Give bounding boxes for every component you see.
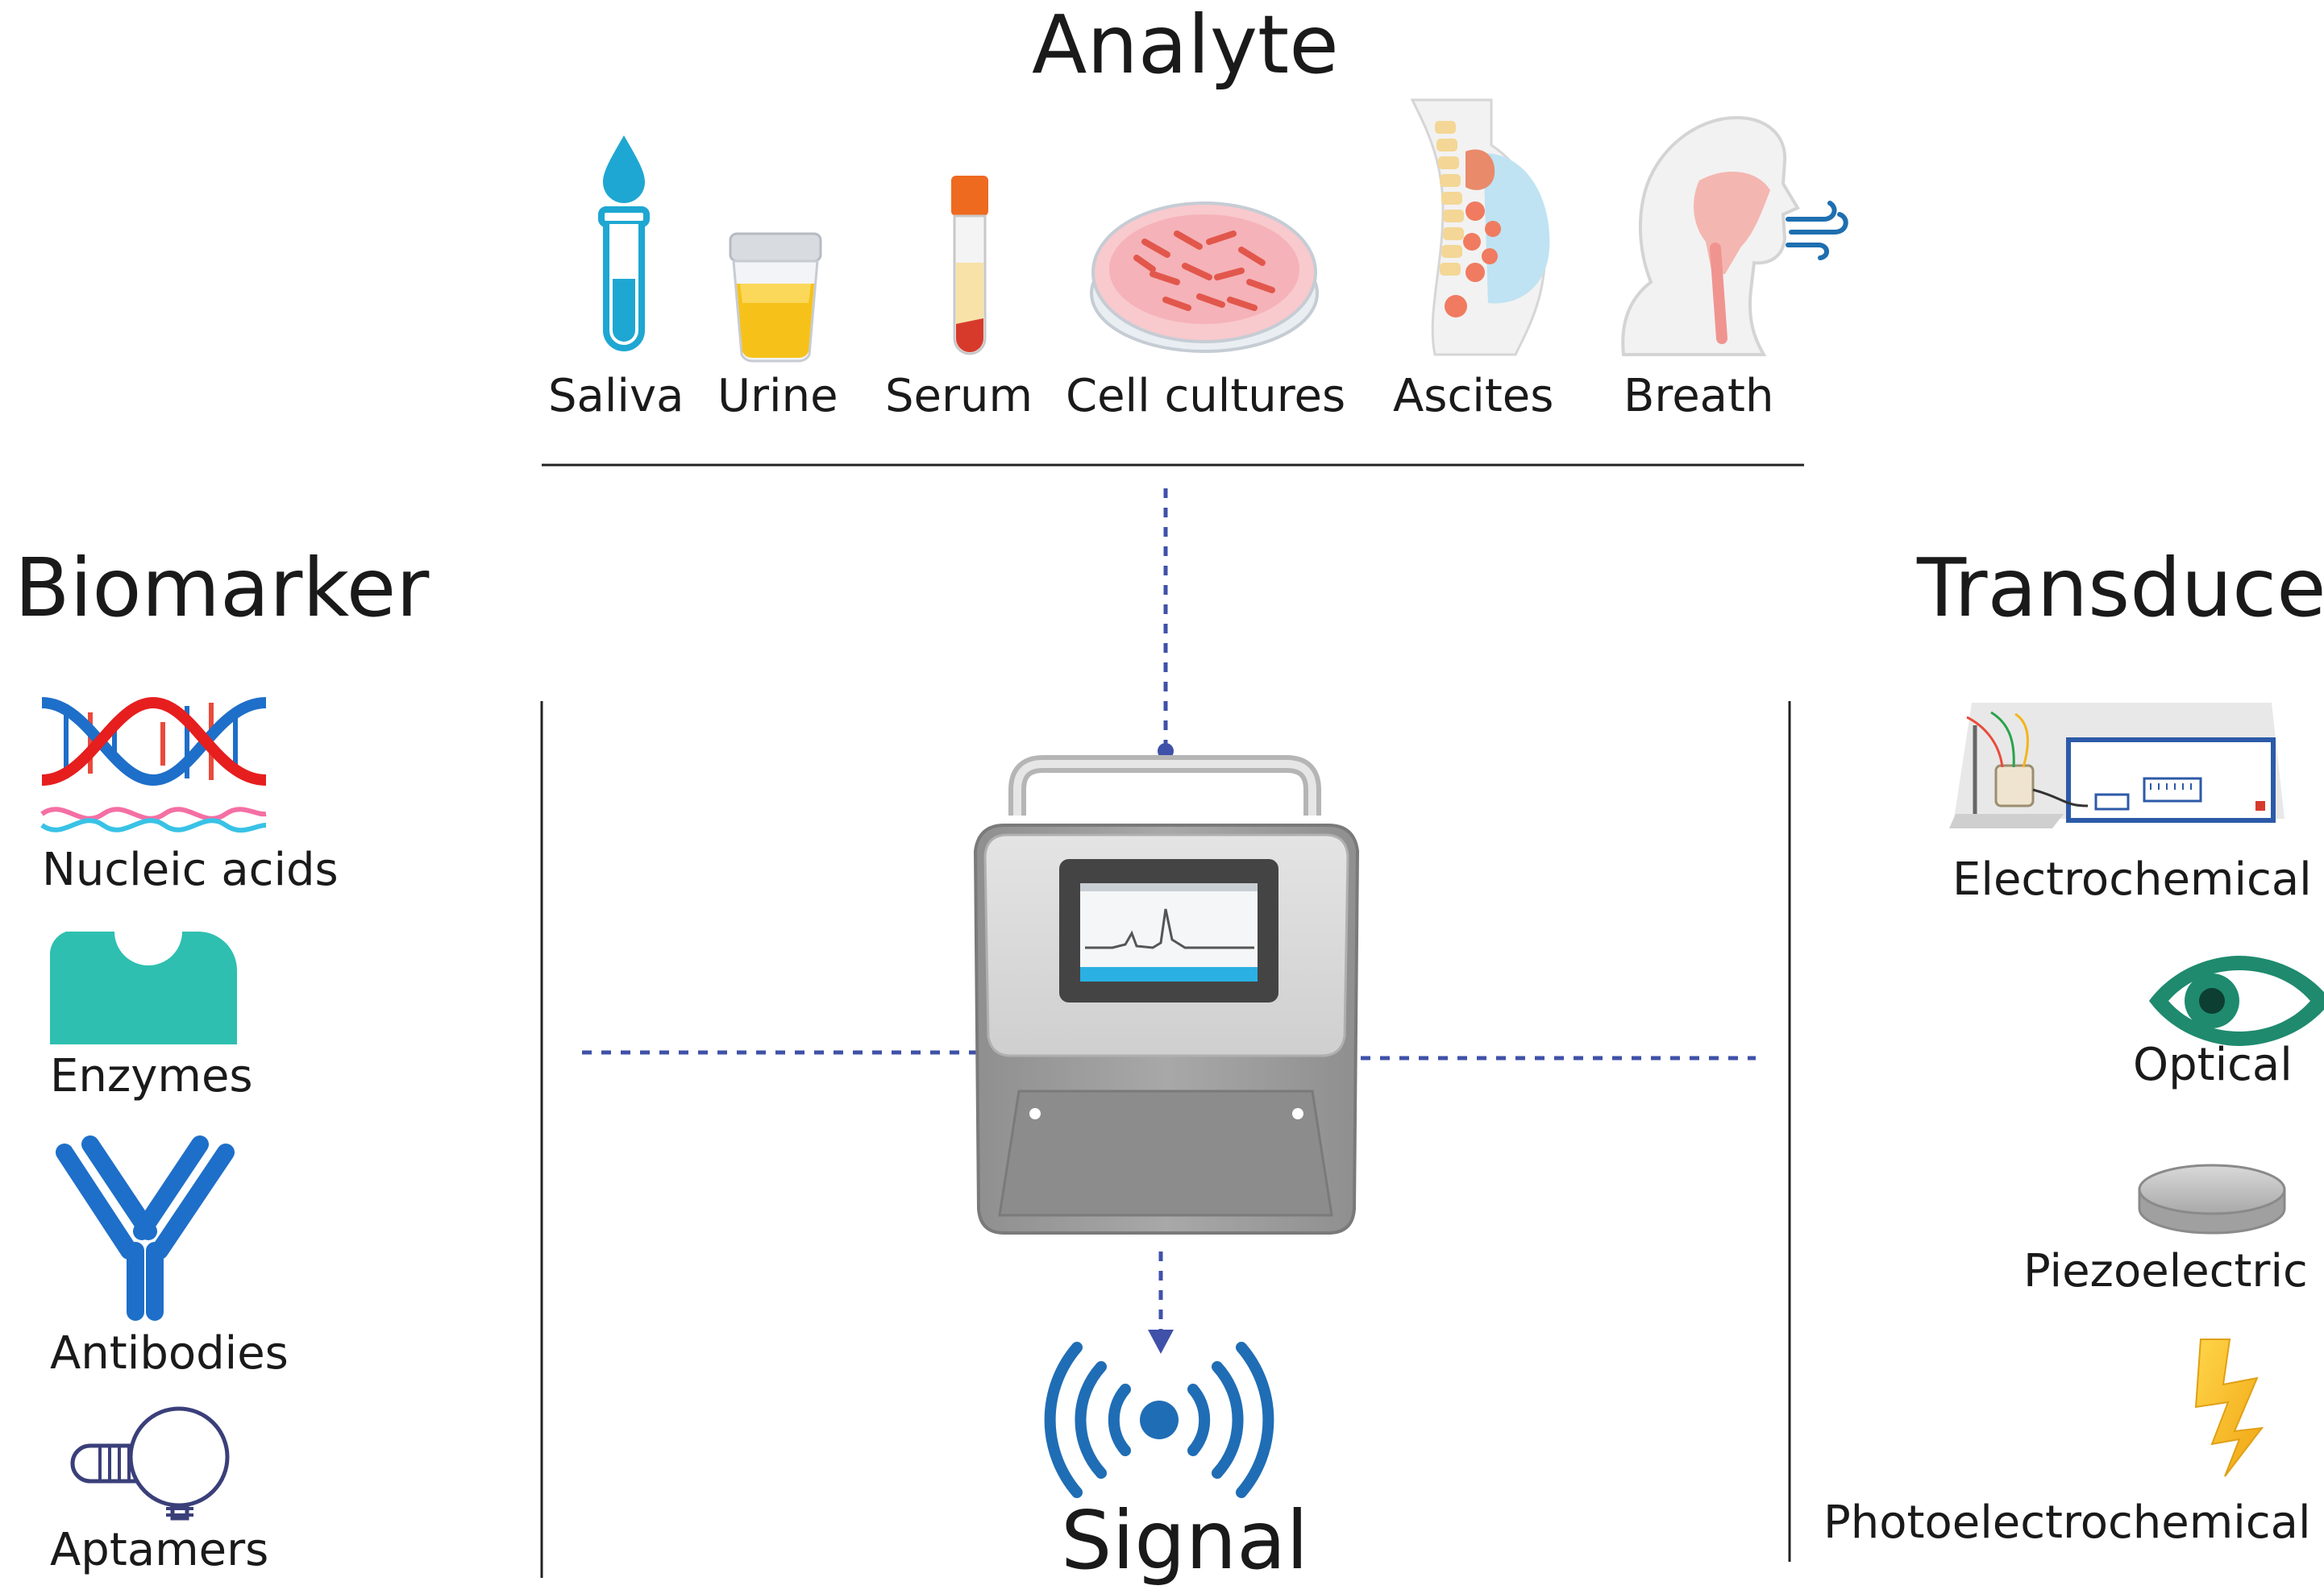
analyte-label-ascites: Ascites xyxy=(1393,370,1554,422)
connector-lines xyxy=(582,488,1756,1330)
ascites-icon xyxy=(1410,98,1550,356)
sensor-device-icon xyxy=(973,755,1360,1235)
arrow-head xyxy=(1148,1330,1174,1354)
biomarker-label-antibodies: Antibodies xyxy=(50,1327,289,1380)
serum-icon xyxy=(951,176,988,355)
analyte-title: Analyte xyxy=(1032,0,1339,92)
analyte-label-cell-cultures: Cell cultures xyxy=(1066,370,1346,422)
analyte-label-breath: Breath xyxy=(1623,370,1774,422)
saliva-icon xyxy=(598,135,650,351)
signal-icon xyxy=(1044,1342,1274,1498)
urine-icon xyxy=(729,232,822,363)
petri-dish-icon xyxy=(1090,201,1319,353)
biomarker-title: Biomarker xyxy=(15,541,430,635)
dna-icon xyxy=(40,696,267,833)
signal-title: Signal xyxy=(1061,1493,1309,1588)
analyte-label-saliva: Saliva xyxy=(548,370,684,422)
transducer-label-photoelectrochemical: Photoelectrochemical xyxy=(1823,1496,2311,1549)
lightning-icon xyxy=(2194,1339,2264,1477)
biomarker-label-aptamers: Aptamers xyxy=(50,1524,269,1576)
electrochemical-icon xyxy=(1949,703,2285,828)
breath-icon xyxy=(1621,115,1848,356)
biomarker-label-nucleic-acids: Nucleic acids xyxy=(42,844,339,896)
piezoelectric-disc-icon xyxy=(2138,1164,2286,1235)
transducer-title: Transducer xyxy=(1917,541,2324,635)
optical-eye-icon xyxy=(2149,956,2324,1046)
transducer-label-optical: Optical xyxy=(2133,1039,2293,1091)
analyte-label-urine: Urine xyxy=(717,370,838,422)
aptamer-icon xyxy=(70,1406,230,1521)
biomarker-label-enzymes: Enzymes xyxy=(50,1050,253,1102)
transducer-label-electrochemical: Electrochemical xyxy=(1952,853,2312,906)
analyte-label-serum: Serum xyxy=(885,370,1033,422)
enzyme-icon xyxy=(49,932,237,1044)
antibody-icon xyxy=(56,1135,235,1321)
transducer-label-piezoelectric: Piezoelectric xyxy=(2023,1245,2308,1297)
